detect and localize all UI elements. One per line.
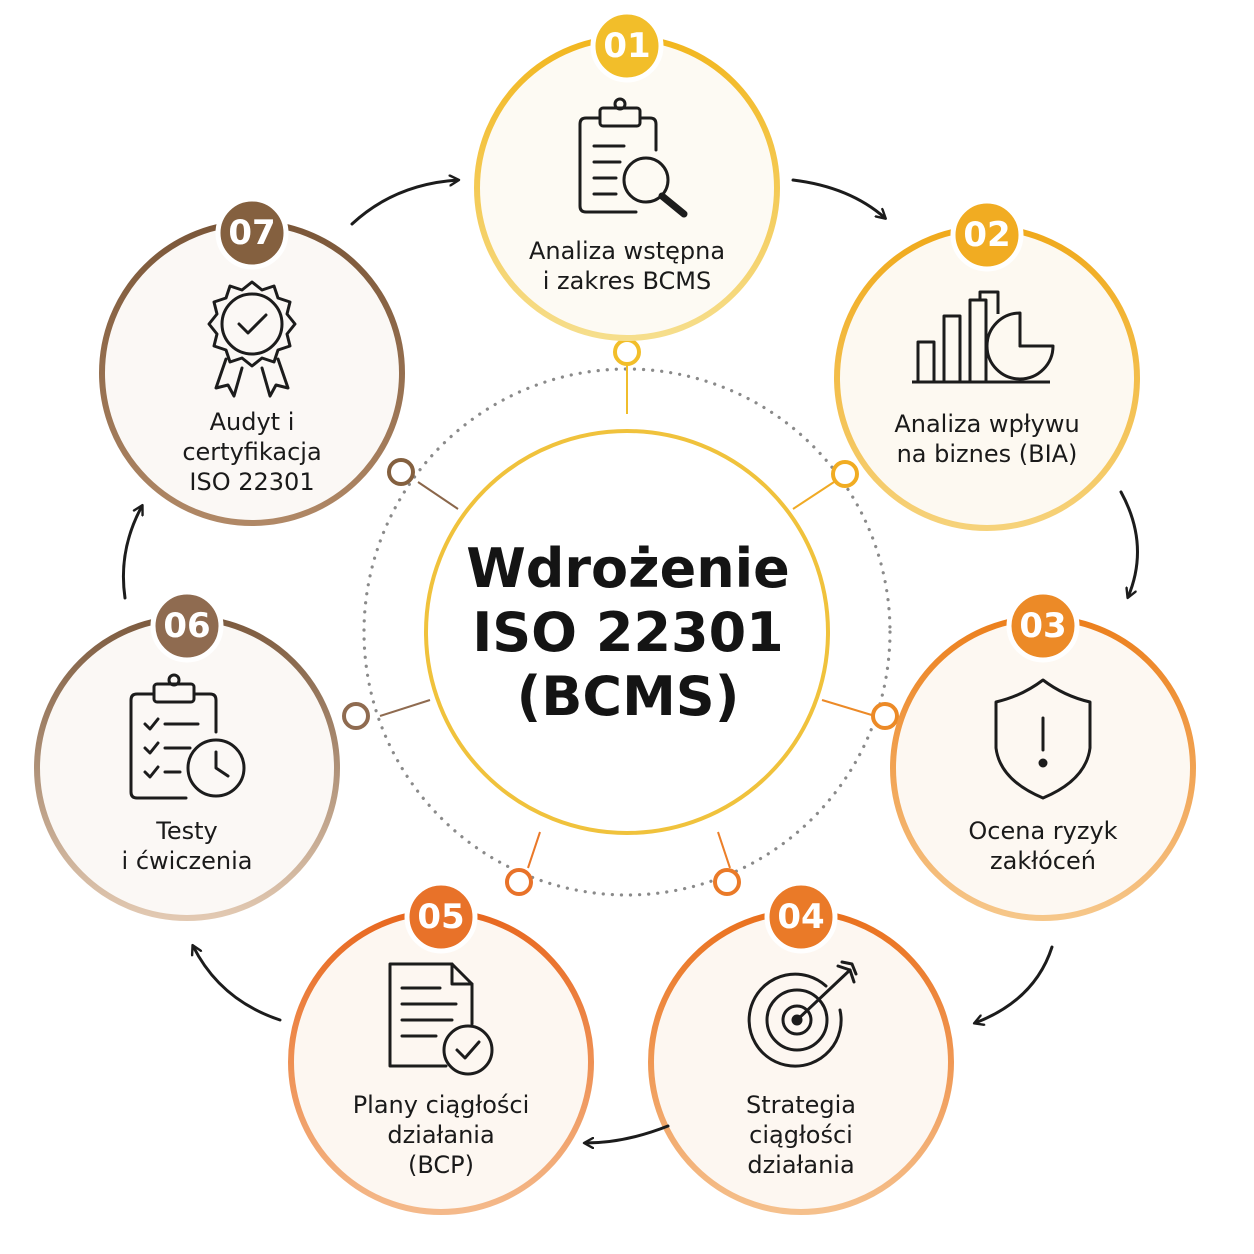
- badge-07: [215, 196, 289, 270]
- bar-pie-chart-icon: [912, 290, 1055, 384]
- connector-dot-07: [387, 458, 415, 486]
- step-label-06-line1: Testy: [156, 817, 218, 845]
- arrow-02-to-03: [1119, 490, 1139, 597]
- badge-01: [590, 9, 664, 83]
- center-title-block: Wdrożenie ISO 22301 (BCMS): [427, 432, 829, 834]
- step-label-02: Analiza wpływu na biznes (BIA): [867, 409, 1107, 469]
- document-check-icon: [388, 962, 494, 1076]
- step-label-07-line1: Audyt i: [209, 408, 295, 436]
- step-label-07-line2: certyfikacja: [182, 438, 322, 466]
- step-label-03: Ocena ryzyk zakłóceń: [923, 816, 1163, 876]
- step-label-06: Testy i ćwiczenia: [67, 816, 307, 876]
- step-label-07: Audyt i certyfikacja ISO 22301: [132, 407, 372, 497]
- flow-arrows: [121, 178, 1139, 1143]
- arrow-05-to-06: [193, 946, 282, 1022]
- step-label-05-line3: (BCP): [408, 1151, 474, 1179]
- center-circle: [424, 429, 830, 835]
- clipboard-search-icon: [578, 97, 688, 218]
- step-label-05-line2: działania: [387, 1121, 495, 1149]
- step-label-01: Analiza wstępna i zakres BCMS: [507, 236, 747, 296]
- connector-dot-02: [831, 460, 859, 488]
- badge-number-01: 01: [603, 26, 651, 66]
- badge-04: [764, 880, 838, 954]
- connector-dot-06: [342, 702, 370, 730]
- checklist-clock-icon: [129, 673, 246, 800]
- step-label-03-line2: zakłóceń: [990, 847, 1096, 875]
- badge-05: [404, 880, 478, 954]
- step-label-02-line1: Analiza wpływu: [894, 410, 1080, 438]
- target-arrow-icon: [747, 960, 858, 1068]
- badge-number-04: 04: [777, 897, 825, 937]
- connector-dot-05: [505, 868, 533, 896]
- shield-warning-icon: [994, 678, 1092, 800]
- badge-02: [950, 198, 1024, 272]
- step-label-02-line2: na biznes (BIA): [896, 440, 1078, 468]
- arrow-04-to-05: [585, 1124, 670, 1143]
- step-label-03-line1: Ocena ryzyk: [968, 817, 1118, 845]
- arrow-03-to-04: [975, 945, 1054, 1023]
- certificate-badge-icon: [207, 280, 297, 398]
- step-label-05: Plany ciągłości działania (BCP): [321, 1090, 561, 1180]
- connector-dots: [342, 338, 899, 896]
- center-title-line1: Wdrożenie: [466, 537, 790, 600]
- badge-number-02: 02: [963, 215, 1011, 255]
- number-badges: [150, 9, 1080, 954]
- step-label-01-line1: Analiza wstępna: [528, 237, 726, 265]
- badge-06: [150, 589, 224, 663]
- badge-number-03: 03: [1019, 606, 1067, 646]
- badge-number-05: 05: [417, 897, 465, 937]
- arrow-01-to-02: [791, 178, 885, 218]
- connector-dot-03: [871, 702, 899, 730]
- badge-number-07: 07: [228, 213, 276, 253]
- badge-03: [1006, 589, 1080, 663]
- step-label-06-line2: i ćwiczenia: [121, 847, 253, 875]
- arrow-07-to-01: [350, 180, 458, 226]
- connector-dot-01: [613, 338, 641, 366]
- step-label-04-line3: działania: [747, 1151, 855, 1179]
- connector-dot-04: [713, 868, 741, 896]
- step-label-04: Strategia ciągłości działania: [681, 1090, 921, 1180]
- step-label-07-line3: ISO 22301: [189, 468, 315, 496]
- step-label-04-line2: ciągłości: [749, 1121, 853, 1149]
- center-title: Wdrożenie ISO 22301 (BCMS): [466, 537, 790, 729]
- arrow-06-to-07: [121, 506, 142, 600]
- step-label-05-line1: Plany ciągłości: [352, 1091, 530, 1119]
- badge-number-06: 06: [163, 606, 211, 646]
- connectors: [379, 365, 876, 869]
- center-title-line3: (BCMS): [516, 665, 740, 728]
- step-label-01-line2: i zakres BCMS: [542, 267, 712, 295]
- step-label-04-line1: Strategia: [745, 1091, 856, 1119]
- center-title-line2: ISO 22301: [472, 601, 784, 664]
